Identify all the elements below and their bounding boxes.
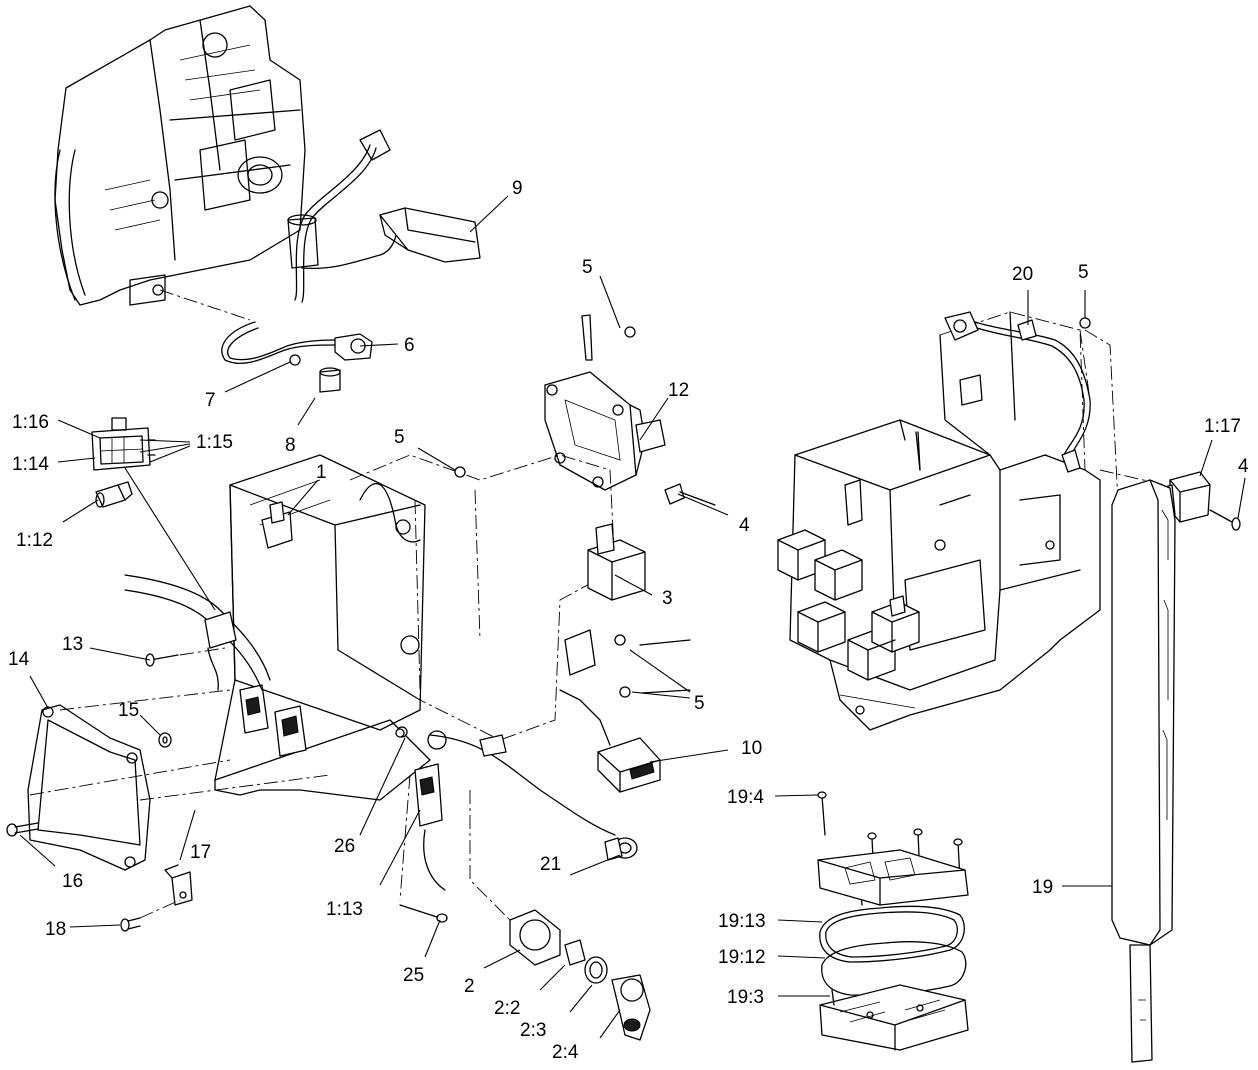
- part-1-14-connector: [91, 417, 216, 611]
- callout-26: 26: [334, 836, 355, 857]
- callout-1-15: 1:15: [196, 432, 233, 453]
- part-1-13-plug: [414, 730, 447, 891]
- callout-2-3: 2:3: [520, 1020, 546, 1041]
- part-15-washer: [158, 732, 172, 748]
- callout-1-17: 1:17: [1204, 416, 1241, 437]
- callout-17: 17: [190, 842, 211, 863]
- callout-5-far-right: 5: [1078, 262, 1089, 283]
- part-1-connector: [261, 501, 293, 549]
- callout-5-center: 5: [394, 427, 405, 448]
- callout-1-16: 1:16: [12, 412, 49, 433]
- callout-1-12: 1:12: [16, 530, 53, 551]
- callout-1: 1: [316, 462, 327, 483]
- part-12-antenna-module: [544, 314, 666, 491]
- callout-2: 2: [464, 976, 475, 997]
- part-14-cover: [27, 689, 331, 871]
- part-10-module: [597, 737, 661, 793]
- callout-5-right: 5: [694, 693, 705, 714]
- callout-4-right: 4: [1238, 456, 1249, 477]
- part-3-relay: [587, 483, 716, 601]
- engine-assembly: [54, 5, 306, 306]
- callout-21: 21: [540, 854, 561, 875]
- callout-19-4: 19:4: [727, 787, 764, 808]
- callout-8: 8: [285, 435, 296, 456]
- part-19-13-gasket: [819, 905, 965, 963]
- callout-18: 18: [45, 919, 66, 940]
- callout-25: 25: [403, 965, 424, 986]
- callout-4-center: 4: [739, 515, 750, 536]
- part-9-starter-cable: [287, 129, 481, 303]
- callout-14: 14: [8, 649, 30, 670]
- callout-9: 9: [512, 178, 523, 199]
- callout-19-12: 19:12: [718, 947, 766, 968]
- part-19-lid: [817, 849, 969, 906]
- part-19-3-base: [819, 984, 969, 1051]
- part-6-battery-cable: [159, 289, 373, 393]
- part-13-pin: [145, 647, 226, 667]
- callout-2-2: 2:2: [494, 998, 520, 1019]
- part-16-screw: [6, 822, 39, 837]
- leader-lines: [19, 195, 1246, 1039]
- part-20-cable: [944, 311, 1126, 641]
- callout-2-4: 2:4: [552, 1042, 579, 1063]
- callout-10: 10: [741, 738, 762, 759]
- callout-6: 6: [404, 335, 415, 356]
- callout-15: 15: [118, 700, 139, 721]
- callout-1-14: 1:14: [12, 454, 49, 475]
- callout-12: 12: [668, 380, 689, 401]
- right-relay-box: [777, 311, 1101, 731]
- callout-19-13: 19:13: [718, 911, 766, 932]
- callout-19-3: 19:3: [727, 987, 764, 1008]
- main-control-box: [124, 454, 616, 801]
- callout-labels: 9 6 7 8 5 12 5 1 4 3 1:16 1:15 1:14 1:12…: [8, 178, 1249, 1063]
- callout-13: 13: [62, 634, 83, 655]
- callout-16: 16: [62, 871, 83, 892]
- part-19-remote: [1111, 479, 1176, 1063]
- part-1-12-plug: [95, 481, 133, 508]
- callout-7: 7: [205, 390, 216, 411]
- callout-1-13: 1:13: [326, 899, 363, 920]
- part-2-key-switch: [469, 790, 651, 1041]
- part-5-nuts: [454, 466, 691, 698]
- part-17-bracket: [120, 864, 193, 932]
- callout-20: 20: [1012, 264, 1033, 285]
- part-26-nut: [395, 728, 405, 738]
- part-19-12-gasket: [821, 941, 967, 996]
- callout-5-top: 5: [582, 257, 593, 278]
- part-21-switch: [429, 734, 638, 861]
- callout-3: 3: [662, 588, 673, 609]
- callout-19: 19: [1032, 877, 1053, 898]
